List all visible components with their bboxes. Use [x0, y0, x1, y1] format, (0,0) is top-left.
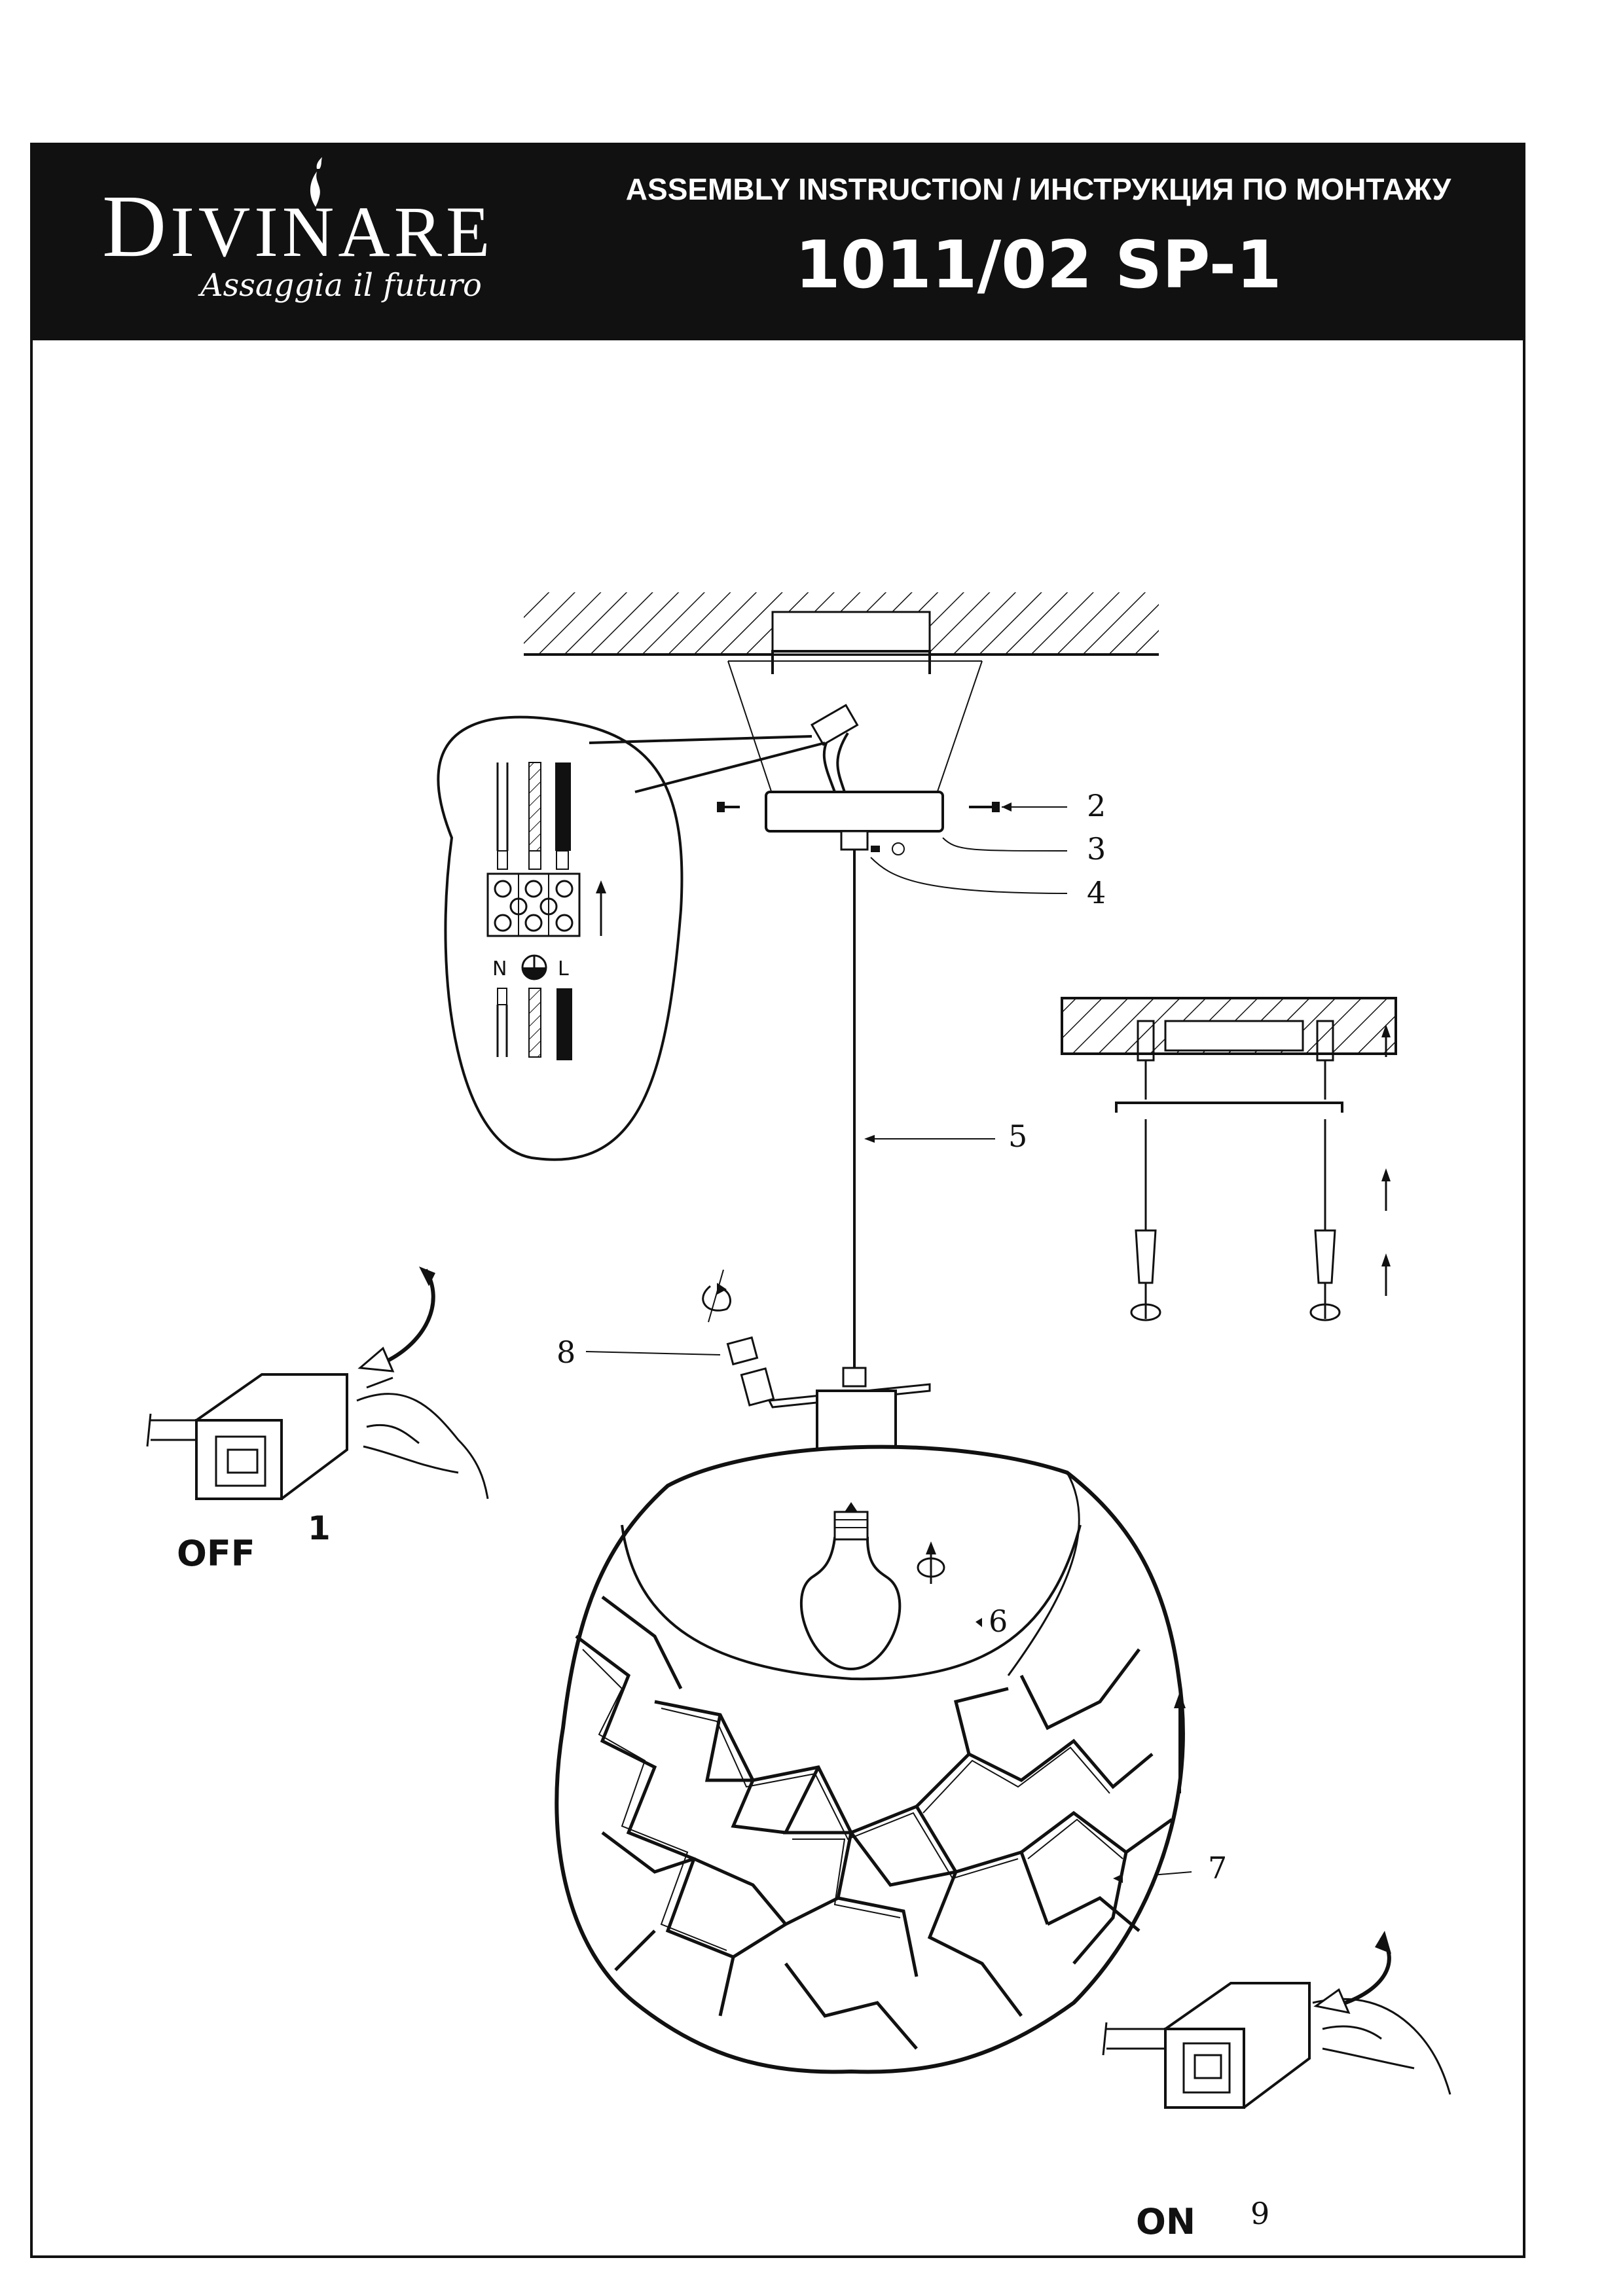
screw-left — [717, 802, 740, 812]
callout-5: 5 — [1008, 1119, 1027, 1154]
logo-tagline: Assaggia il futuro — [200, 267, 482, 304]
switch-on-label: ON — [1136, 2201, 1195, 2242]
fastener-parts — [702, 1269, 775, 1407]
exploded-view-guides — [727, 660, 983, 796]
switch-off-label: OFF — [177, 1533, 255, 1574]
wires-bottom — [496, 988, 572, 1060]
suspension-cable — [853, 850, 875, 1368]
ceiling-canopy — [765, 704, 944, 851]
brand-logo: DIVINARE Assaggia il futuro — [102, 182, 494, 304]
switch-off-illustration — [146, 1266, 489, 1500]
wiring-bubble: N L — [437, 715, 826, 1161]
switch-off-step: 1 — [308, 1509, 331, 1547]
callout-6: 6 — [989, 1604, 1008, 1639]
screw-mounting-detail — [1061, 997, 1397, 1321]
shade-lattice — [575, 1596, 1173, 2050]
cable-connector — [871, 842, 905, 855]
logo-rest: IVINARE — [170, 192, 494, 272]
leader-arrow — [1113, 1874, 1123, 1883]
terminal-label-n: N — [492, 958, 507, 980]
callout-7: 7 — [1208, 1850, 1227, 1886]
earth-ground-icon — [521, 954, 547, 980]
flame-icon — [310, 157, 322, 207]
pendant-shade — [555, 1444, 1185, 2074]
rotate-icon — [917, 1541, 945, 1584]
logo-initial: D — [102, 177, 171, 276]
header-bar: DIVINARE Assaggia il futuro ASSEMBLY INS… — [30, 143, 1525, 340]
screw-right — [969, 802, 1067, 812]
wires-top — [496, 762, 571, 870]
light-bulb — [800, 1502, 982, 1671]
switch-on-illustration — [1102, 1931, 1451, 2109]
model-number: 1011/02 SP-1 — [795, 226, 1282, 303]
arrow-up-icon — [596, 880, 606, 936]
terminal-block — [486, 872, 581, 937]
ceiling — [524, 592, 1159, 656]
callout-4: 4 — [1087, 875, 1106, 910]
callout-3: 3 — [1087, 831, 1106, 867]
arrow-up-icon — [1174, 1692, 1186, 1793]
arrow-up-icon — [1381, 1024, 1391, 1296]
callout-2: 2 — [1087, 788, 1106, 823]
page-title: ASSEMBLY INSTRUCTION / ИНСТРУКЦИЯ ПО МОН… — [625, 172, 1451, 206]
terminal-label-l: L — [558, 958, 569, 980]
shade-lattice-inner — [582, 1649, 1123, 1951]
callout-8: 8 — [556, 1335, 575, 1370]
mounting-bracket — [771, 650, 931, 674]
switch-on-step: 9 — [1250, 2196, 1269, 2231]
